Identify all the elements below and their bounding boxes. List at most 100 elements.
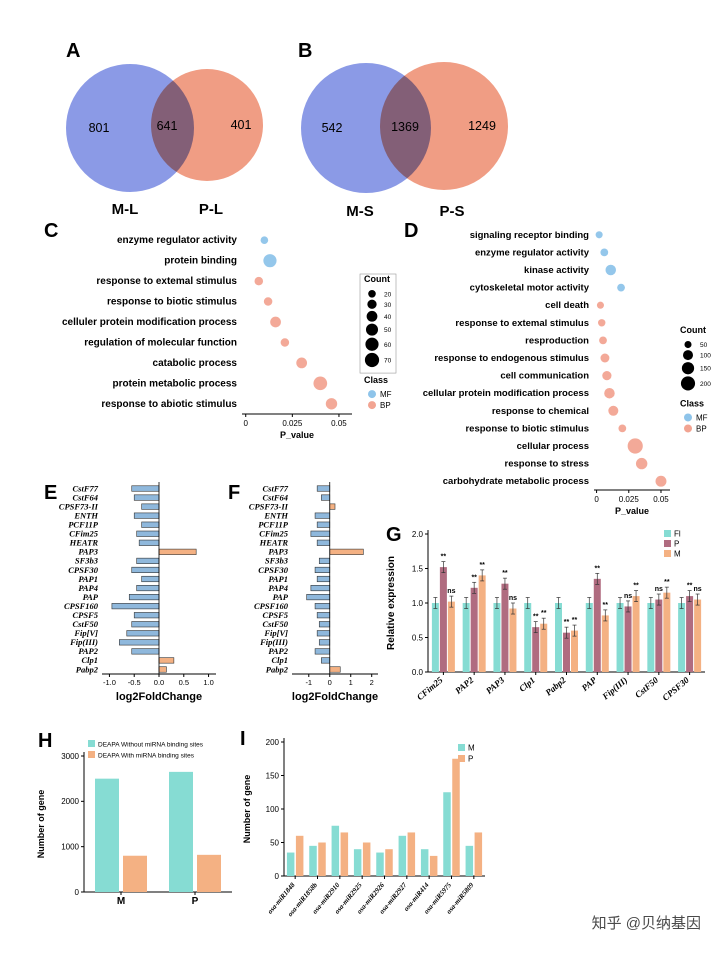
svg-text:response to biotic stimulus: response to biotic stimulus [465,423,589,434]
svg-text:protein binding: protein binding [164,256,237,267]
svg-text:Clp1: Clp1 [517,675,537,694]
svg-text:CPSF5: CPSF5 [262,610,288,620]
svg-text:PAP2: PAP2 [453,675,476,696]
svg-text:Fip(III): Fip(III) [259,637,288,647]
svg-text:40: 40 [384,314,392,321]
svg-text:**: ** [441,554,447,561]
svg-text:**: ** [687,583,693,590]
svg-text:BP: BP [380,401,391,410]
panel-label-g: G [386,524,402,546]
svg-text:CPSF30: CPSF30 [258,565,289,575]
svg-text:PAP1: PAP1 [78,574,98,584]
svg-text:PCF11P: PCF11P [68,520,99,530]
svg-text:PAP1: PAP1 [268,574,288,584]
svg-text:Pabp2: Pabp2 [266,664,289,674]
svg-text:P: P [674,540,679,549]
svg-text:P-L: P-L [199,201,223,218]
svg-text:CFim25: CFim25 [69,529,99,539]
svg-text:CFim25: CFim25 [415,675,445,703]
svg-text:ns: ns [694,586,702,593]
svg-text:**: ** [595,565,601,572]
svg-text:Pabp2: Pabp2 [543,675,568,698]
svg-text:log2FoldChange: log2FoldChange [116,691,202,703]
svg-text:70: 70 [384,357,392,364]
svg-text:P: P [468,755,473,764]
svg-text:CPSF30: CPSF30 [68,565,99,575]
svg-text:cytoskeletal motor activity: cytoskeletal motor activity [470,283,590,294]
svg-text:CPSF73-II: CPSF73-II [249,501,289,511]
svg-text:ENTH: ENTH [73,510,98,520]
svg-text:-0.5: -0.5 [128,678,141,687]
svg-text:BP: BP [696,424,707,433]
log2fc-barchart-left: CstF77CstF64CPSF73-IIENTHPCF11PCFim25HEA… [59,482,216,703]
svg-text:response to extemal stimulus: response to extemal stimulus [96,276,237,287]
svg-text:response to extemal stimulus: response to extemal stimulus [455,318,589,329]
svg-text:0.025: 0.025 [282,419,303,428]
svg-text:M: M [674,550,681,559]
svg-text:regulation of molecular functi: regulation of molecular function [84,337,237,348]
svg-text:1: 1 [349,678,353,687]
svg-text:Class: Class [680,398,704,408]
go-dotplot-long: enzyme regulator activity protein binding… [62,235,397,440]
svg-text:**: ** [541,610,547,617]
panel-label-i: I [240,728,246,750]
svg-text:Clp1: Clp1 [81,655,98,665]
svg-text:signaling receptor binding: signaling receptor binding [470,230,589,241]
svg-text:response to biotic stimulus: response to biotic stimulus [107,297,237,308]
svg-text:response to endogenous stimulu: response to endogenous stimulus [434,353,589,364]
svg-text:CstF64: CstF64 [72,492,98,502]
svg-text:CPSF73-II: CPSF73-II [59,501,99,511]
svg-text:150: 150 [266,771,280,780]
svg-text:CPSF160: CPSF160 [64,601,99,611]
svg-text:catabolic process: catabolic process [153,358,238,369]
svg-text:enzyme regulator activity: enzyme regulator activity [117,235,237,246]
panel-label-b: B [298,40,313,62]
svg-text:1.0: 1.0 [412,599,424,608]
svg-text:PAP4: PAP4 [78,583,98,593]
svg-text:2000: 2000 [61,797,79,806]
svg-text:P_value: P_value [615,506,649,516]
svg-text:SF3b3: SF3b3 [265,556,289,566]
svg-text:P_value: P_value [280,430,314,440]
svg-text:100: 100 [266,805,280,814]
svg-text:SF3b3: SF3b3 [75,556,99,566]
svg-text:1249: 1249 [468,119,496,133]
svg-text:**: ** [564,619,570,626]
panel-label-d: D [404,220,419,242]
panel-label-e: E [44,482,58,504]
svg-text:20: 20 [384,291,392,298]
svg-text:MF: MF [380,390,392,399]
svg-text:0.5: 0.5 [179,678,189,687]
svg-text:ns: ns [655,586,663,593]
svg-text:401: 401 [231,118,252,132]
svg-text:ENTH: ENTH [263,510,288,520]
svg-text:PAP: PAP [273,592,289,602]
svg-text:0: 0 [328,678,332,687]
svg-text:-1.0: -1.0 [103,678,116,687]
panel-label-a: A [66,40,81,62]
svg-text:CstF50: CstF50 [262,619,288,629]
svg-text:2.0: 2.0 [412,530,424,539]
svg-text:542: 542 [322,121,343,135]
svg-text:1.0: 1.0 [203,678,213,687]
svg-text:1000: 1000 [61,842,79,851]
svg-text:PCF11P: PCF11P [258,520,289,530]
svg-text:CFim25: CFim25 [259,529,289,539]
svg-text:0: 0 [75,888,80,897]
svg-text:Pabp2: Pabp2 [76,664,99,674]
svg-text:30: 30 [384,302,392,309]
svg-text:1369: 1369 [391,120,419,134]
log2fc-barchart-right: CstF77CstF64CPSF73-IIENTHPCF11PCFim25HEA… [249,482,378,703]
mirna-target-barchart: 050100150200osa-miR1848osa-miR1858bosa-m… [242,738,485,918]
svg-text:Number of gene: Number of gene [242,775,252,844]
svg-text:**: ** [479,562,485,569]
svg-text:-1: -1 [305,678,312,687]
svg-text:3000: 3000 [61,752,79,761]
svg-text:CstF77: CstF77 [72,483,98,493]
svg-text:ns: ns [447,588,455,595]
svg-text:cell death: cell death [545,300,589,311]
svg-text:0.025: 0.025 [619,495,640,504]
